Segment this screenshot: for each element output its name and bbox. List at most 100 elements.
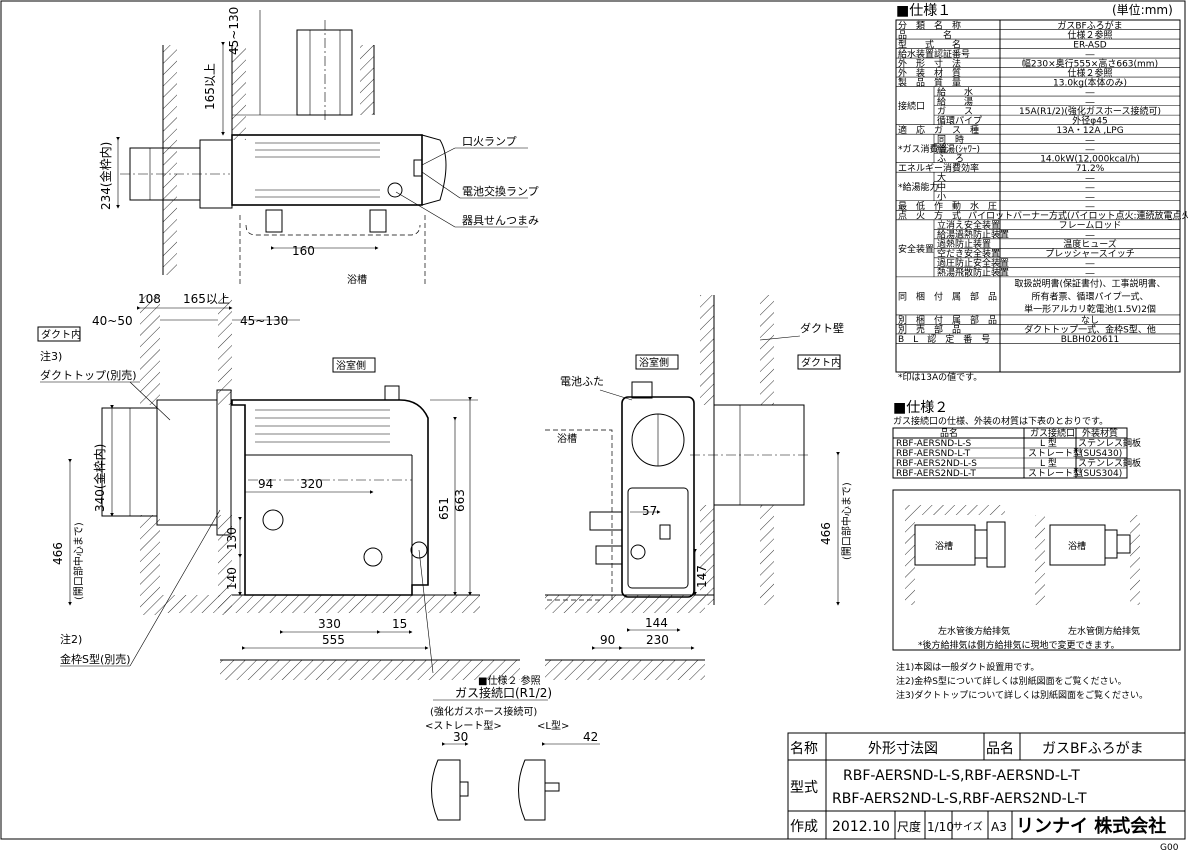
dim-front-40-50: 40~50 [92,314,133,328]
dim-front-466-sub: (開口部中心まで) [72,522,85,600]
spec1-row-value: なし [1081,315,1099,326]
spec2-subtitle: ガス接続口の仕様、外装の材質は下表のとおりです。 [893,415,1108,427]
side-view: 浴室側 電池ふた 浴槽 ダクト壁 ダクト内 57 147 144 90 230 … [545,295,853,680]
side-unit-body [621,396,695,598]
dim-front-651: 651 [437,497,451,520]
spec1-row-label: 分 類 名 称 [898,19,961,31]
battery-cover-label: 電池ふた [560,375,604,388]
exhaust-right-bath: 浴槽 [1068,540,1086,552]
dim-front-663: 663 [453,489,467,512]
spec1-row-label: 最 低 作 動 水 圧 [898,200,997,212]
spec1-row-label: 同 梱 付 属 部 品 [898,290,997,302]
spec1-row-value: ― [1086,231,1095,241]
dim-side-57: 57 [642,504,657,518]
front-note2: 注2) [60,632,82,646]
spec2-row3-mat: ステンレス鋼板 [1078,457,1141,469]
spec1-group-label: 接続口 [898,100,925,112]
dim-side-144: 144 [645,616,668,630]
dim-front-555: 555 [322,633,345,647]
title-block: 名称 外形寸法図 品名 ガスBFふろがま 型式 RBF-AERSND-L-S,R… [787,732,1186,853]
spec1-row-label: 給湯過熱防止装置 [937,229,1009,241]
front-port-upper-icon [262,509,284,531]
spec1-group-label: 安全装置 [898,243,934,255]
spec1-row-value: ― [1086,202,1095,212]
spec1-row-value: 71.2% [1076,164,1105,174]
spec1-row-label: 製 品 質 量 [898,76,961,88]
title-size-label: サイズ [953,820,983,833]
spec1-row-label: 循環パイプ [937,114,982,126]
top-left-wall [163,45,177,275]
gas-ref-label: ■仕様２ 参照 [478,674,541,687]
dim-front-108: 108 [138,292,161,306]
title-product-label: 品名 [986,741,1014,757]
title-size: A3 [991,820,1007,834]
spec1-row-label: 給 湯 [937,95,973,107]
title-name-label: 名称 [790,741,818,757]
notes: 注1)本図は一般ダクト設置用です。 注2)金枠S型について詳しくは別紙図面をご覧… [896,661,1148,701]
title-model-line1: RBF-AERSND-L-S,RBF-AERSND-L-T [843,768,1080,784]
exhaust-right-caption: 左水管側方給排気 [1068,625,1140,637]
title-model-label: 型式 [790,780,818,796]
title-date: 2012.10 [832,819,890,835]
dim-top-165: 165以上 [203,63,217,110]
spec1-row-value: ダクトトップ一式、金枠S型、他 [1024,324,1156,336]
spec1-row-label: 大 [937,171,946,183]
spec1-row-label: 型 式 名 [898,38,961,50]
spec1-row-value: 15A(R1/2)(強化ガスホース接続可) [1019,105,1161,117]
front-duct-top-label: ダクトトップ(別売) [40,368,137,382]
spec1-row-value: ― [1086,97,1095,107]
spec1-row-label: ふ ろ [937,153,964,164]
spec1-row-label: 別 売 部 品 [898,324,961,336]
spec1-row-value: ER-ASD [1073,40,1106,50]
dim-front-94: 94 [258,477,273,491]
spec2-header-name: 品名 [940,427,958,439]
dim-side-230: 230 [646,633,669,647]
spec1-row-label: 小 [937,192,946,203]
spec1-row-value: 13A・12A ,LPG [1056,126,1123,136]
spec1-row-value: 幅230×奥行555×高さ663(mm) [1022,57,1158,69]
spec2-row4-mat: (SUS304) [1080,469,1122,479]
dim-front-466: 466 [51,542,65,565]
front-view: 108 165以上 40~50 45~130 ダクト内 注3) ダクトトップ(別… [37,292,600,821]
side-duct-in-label: ダクト内 [801,356,841,369]
gas-port-label: ガス接続口(R1/2) [455,685,552,700]
title-scale: 1/10 [927,820,954,834]
front-duct-top [101,407,158,517]
title-drawing-name: 外形寸法図 [868,741,938,757]
spec1-row-value: ― [1086,50,1095,60]
note-1: 注1)本図は一般ダクト設置用です。 [896,661,1039,673]
spec1-row-label: 品 名 [898,29,952,41]
dim-front-15: 15 [392,617,407,631]
spec1-row-value: ― [1086,88,1095,98]
top-view: 45~130 165以上 234(金枠内) 160 浴槽 口火ランプ 電池交換ラ… [98,7,539,286]
spec1-row-value: フレームロッド [1059,220,1122,231]
spec1-row-value: 14.0kW(12,000kcal/h) [1040,154,1140,164]
spec2-header-gas: ガス接続口 [1030,427,1075,439]
spec1-row-value: ガスBFふろがま [1057,19,1122,31]
front-duct-in-label: ダクト内 [41,328,81,341]
spec1-row-value: ― [1086,173,1095,183]
spec2-header-material: 外装材質 [1082,427,1118,439]
title-product: ガスBFふろがま [1042,741,1144,757]
dim-front-330: 330 [318,617,341,631]
dim-front-340: 340(金枠内) [92,444,107,512]
gas-hose-label: (強化ガスホース接続可) [430,705,537,718]
spec1-row-label: 過熱防止装置 [937,238,991,250]
spec1-row-label: 立消え安全装置 [937,219,1000,231]
title-code: G00 [1160,843,1179,853]
spec1-row-label: 別 梱 付 属 部 品 [898,314,997,326]
dim-detail-42: 42 [583,730,598,744]
spec1-row-value: ― [1086,193,1095,203]
front-unit-body [231,399,429,596]
spec1-row-label: 給 水 [937,86,973,98]
spec2-row3-name: RBF-AERS2ND-L-S [896,459,977,469]
spec2-row1-name: RBF-AERSND-L-S [896,439,971,449]
dim-side-466: 466 [819,522,833,545]
spec1-row-value: プレッシャースイッチ [1045,249,1135,260]
title-model-line2: RBF-AERS2ND-L-S,RBF-AERS2ND-L-T [832,791,1087,807]
spec2-row1-mat: ステンレス鋼板 [1078,437,1141,449]
dim-side-147: 147 [695,565,709,588]
spec2-row2-gas: ストレート型 [1028,448,1082,459]
label-battery-lamp: 電池交換ランプ [462,184,539,198]
